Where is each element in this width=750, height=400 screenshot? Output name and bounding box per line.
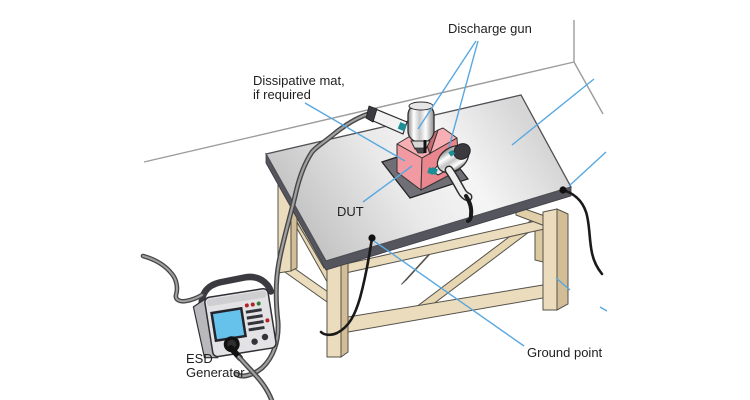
esd-generator — [192, 273, 277, 359]
label-esd-generator-line1: ESD — [186, 351, 213, 366]
label-dissipative-mat-line1: Dissipative mat, — [253, 73, 345, 88]
gun-top-cap — [408, 101, 434, 111]
generator-screen — [210, 306, 248, 343]
table-front-leg — [326, 257, 349, 358]
gun-grip-connector — [397, 122, 407, 132]
angled-gun-cable-tail — [464, 194, 474, 223]
wall-corner-lines — [143, 20, 604, 163]
gun-grip-endcap — [365, 105, 378, 123]
vertical-discharge-gun — [365, 101, 435, 154]
angled-gun-rear-cap — [453, 143, 471, 160]
ground-cable-left — [319, 234, 376, 337]
wall-floor-edge-left — [143, 61, 575, 163]
gun-tip-rod — [423, 140, 427, 153]
angled-gun-tip-marker — [430, 167, 438, 175]
leader-dut — [362, 165, 413, 203]
label-ground-point: Ground point — [527, 345, 603, 360]
label-discharge-gun: Discharge gun — [448, 21, 532, 36]
labels: Discharge gun Dissipative mat, if requir… — [186, 21, 603, 380]
ground-cable-right — [559, 186, 604, 276]
leader-lines — [304, 40, 608, 347]
generator-output-cable — [228, 345, 275, 400]
label-dissipative-mat-line2: if required — [253, 87, 311, 102]
leader-cropped-dash — [599, 306, 608, 312]
leader-dissipative-mat — [304, 102, 406, 162]
leader-cropped-tabletop — [511, 78, 595, 146]
ground-dot-on-table — [368, 234, 376, 242]
generator-input-cable — [140, 253, 205, 304]
label-esd-generator-line2: Generator — [186, 365, 245, 380]
generator-top-strip — [206, 290, 267, 307]
wall-floor-edge-right — [573, 61, 604, 115]
label-dut: DUT — [337, 204, 364, 219]
table-right-leg — [542, 208, 569, 311]
leader-cropped-right-dot — [568, 151, 607, 187]
angled-gun-cap-marker — [448, 149, 456, 157]
ground-dot-right-corner — [559, 186, 567, 194]
gun-cable — [233, 110, 374, 379]
leader-discharge-gun-1 — [417, 40, 477, 130]
leader-discharge-gun-2 — [448, 40, 479, 148]
leader-ground-point — [373, 240, 525, 347]
angled-discharge-gun — [430, 143, 474, 223]
generator-buttons — [244, 301, 270, 345]
leader-cropped-right-leg — [555, 277, 571, 291]
